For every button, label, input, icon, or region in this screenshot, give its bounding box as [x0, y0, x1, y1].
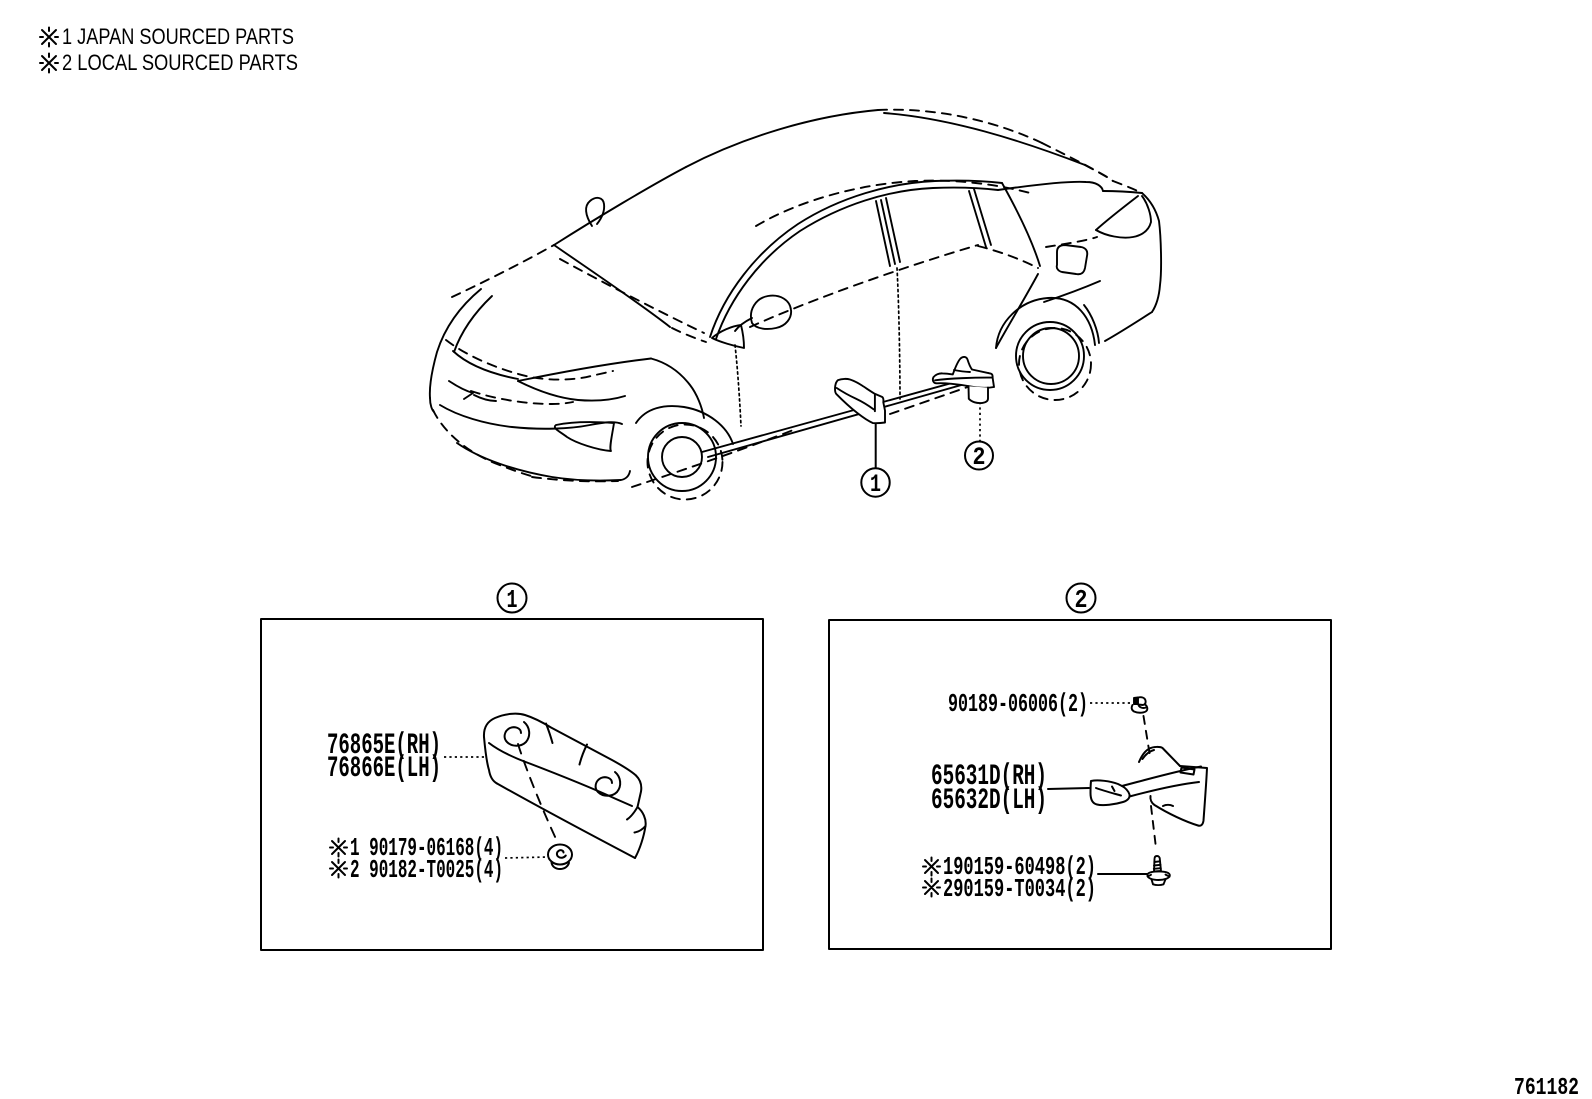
svg-text:65631D(RH): 65631D(RH) [931, 760, 1047, 794]
svg-text:76865E(RH): 76865E(RH) [327, 729, 441, 763]
svg-text:2: 2 [973, 443, 986, 472]
svg-text:1 90179-06168(4): 1 90179-06168(4) [350, 833, 503, 863]
svg-text:2: 2 [1075, 585, 1088, 615]
svg-text:2 90182-T0025(4): 2 90182-T0025(4) [350, 855, 503, 885]
svg-text:190159-60498(2): 190159-60498(2) [943, 852, 1096, 882]
svg-text:761182: 761182 [1514, 1075, 1579, 1099]
svg-text:65632D(LH): 65632D(LH) [931, 784, 1047, 818]
svg-text:76866E(LH): 76866E(LH) [327, 752, 441, 786]
svg-text:290159-T0034(2): 290159-T0034(2) [943, 874, 1096, 904]
svg-text:1: 1 [507, 585, 518, 615]
svg-text:1: 1 [870, 470, 881, 499]
svg-text:90189-06006(2): 90189-06006(2) [948, 689, 1088, 719]
svg-text:2 LOCAL SOURCED PARTS: 2 LOCAL SOURCED PARTS [62, 50, 298, 75]
svg-text:1 JAPAN SOURCED PARTS: 1 JAPAN SOURCED PARTS [62, 24, 294, 49]
